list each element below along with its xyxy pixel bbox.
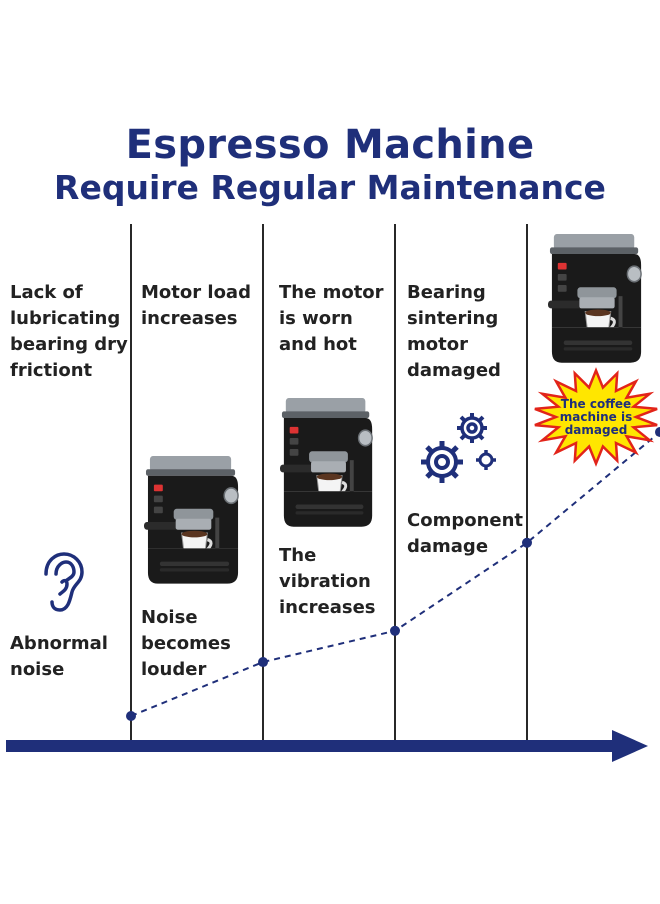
trend-point-4	[522, 537, 532, 548]
espresso-machine-icon-5	[546, 232, 643, 365]
title-line-1: Espresso Machine	[125, 122, 535, 168]
trend-line	[126, 427, 660, 721]
trend-point-5	[655, 427, 660, 437]
stage-2-cause: Motor load increases	[141, 282, 251, 329]
stage-3-cause: The motor is worn and hot	[279, 282, 384, 355]
stage-4-symptom: Component damage	[407, 510, 524, 557]
ear-icon	[44, 552, 84, 612]
trend-point-2	[258, 657, 268, 668]
gears-icon	[421, 413, 496, 483]
title-line-2: Require Regular Maintenance	[54, 168, 606, 207]
trend-point-3	[390, 625, 400, 636]
damage-burst	[534, 367, 658, 467]
stage-3-symptom: The vibration increases	[279, 545, 376, 618]
stage-1-cause: Lack of lubricating bearing dry friction…	[10, 282, 128, 381]
stage-1-symptom: Abnormal noise	[10, 633, 108, 680]
timeline-arrow	[6, 730, 648, 762]
stage-2-symptom: Noise becomes louder	[141, 607, 231, 680]
trend-point-1	[126, 711, 136, 721]
stage-4-cause: Bearing sintering motor damaged	[407, 282, 501, 381]
espresso-machine-icon-3	[278, 396, 374, 529]
espresso-machine-icon-2	[142, 454, 240, 586]
damage-burst-label: The coffee machine is damaged	[559, 397, 633, 437]
column-dividers	[130, 224, 528, 742]
